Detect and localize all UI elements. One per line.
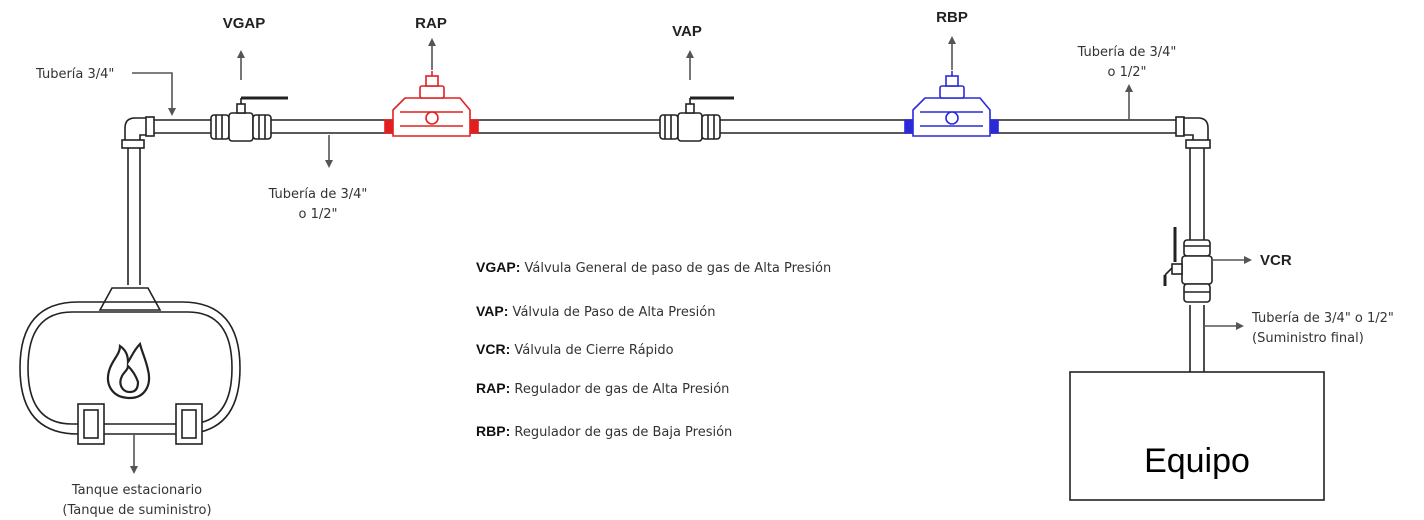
label-pipe-right-1: Tubería de 3/4" xyxy=(1077,45,1177,60)
legend-item-vcr: VCR: Válvula de Cierre Rápido xyxy=(476,341,674,358)
legend-sep: : xyxy=(506,380,511,396)
legend-desc: Válvula General de paso de gas de Alta P… xyxy=(520,261,831,276)
label-vgap: VGAP xyxy=(223,15,266,32)
legend-item-vgap: VGAP: Válvula General de paso de gas de … xyxy=(476,259,831,276)
arrow-pipe-left xyxy=(132,72,176,116)
left-elbow-pipe xyxy=(121,116,155,285)
legend-item-vap: VAP: Válvula de Paso de Alta Presión xyxy=(476,303,715,320)
rbp-regulator-icon xyxy=(904,71,999,137)
legend-sep: : xyxy=(506,423,511,439)
legend-key: VAP xyxy=(476,303,504,319)
vgap-valve-icon xyxy=(210,96,288,142)
legend-item-rbp: RBP: Regulador de gas de Baja Presión xyxy=(476,423,732,440)
label-tank-2: (Tanque de suministro) xyxy=(62,503,211,518)
label-pipe-final-2: (Suministro final) xyxy=(1252,331,1364,346)
label-pipe-mid-1: Tubería de 3/4" xyxy=(268,187,368,202)
legend-desc: Válvula de Cierre Rápido xyxy=(510,343,673,358)
legend-key: RBP xyxy=(476,423,506,439)
legend-sep: : xyxy=(504,303,509,319)
label-equipo: Equipo xyxy=(1144,442,1250,480)
label-rbp: RBP xyxy=(936,9,968,26)
legend-sep: : xyxy=(516,259,521,275)
legend-desc: Regulador de gas de Alta Presión xyxy=(510,382,729,397)
legend-desc: Regulador de gas de Baja Presión xyxy=(510,425,732,440)
legend-sep: : xyxy=(506,341,511,357)
right-elbow-pipe xyxy=(1175,116,1211,372)
callout-arrows xyxy=(130,36,1252,474)
equipo-box xyxy=(1069,371,1325,501)
legend-item-rap: RAP: Regulador de gas de Alta Presión xyxy=(476,380,729,397)
label-vcr: VCR xyxy=(1260,252,1292,269)
legend-desc: Válvula de Paso de Alta Presión xyxy=(508,305,715,320)
label-pipe-left: Tubería 3/4" xyxy=(35,67,114,82)
legend: VGAP: Válvula General de paso de gas de … xyxy=(476,259,831,440)
label-pipe-mid-2: o 1/2" xyxy=(299,207,338,222)
tank-icon xyxy=(19,287,241,445)
legend-key: VGAP xyxy=(476,259,516,275)
label-tank-1: Tanque estacionario xyxy=(71,483,202,498)
label-rap: RAP xyxy=(415,15,447,32)
legend-key: RAP xyxy=(476,380,506,396)
vcr-valve-icon xyxy=(1163,227,1213,303)
rap-regulator-icon xyxy=(384,71,479,137)
label-vap: VAP xyxy=(672,23,702,40)
flame-icon xyxy=(106,341,151,400)
label-pipe-final-1: Tubería de 3/4" o 1/2" xyxy=(1251,311,1394,326)
label-pipe-right-2: o 1/2" xyxy=(1108,65,1147,80)
vap-valve-icon xyxy=(659,96,734,142)
legend-key: VCR xyxy=(476,341,506,357)
